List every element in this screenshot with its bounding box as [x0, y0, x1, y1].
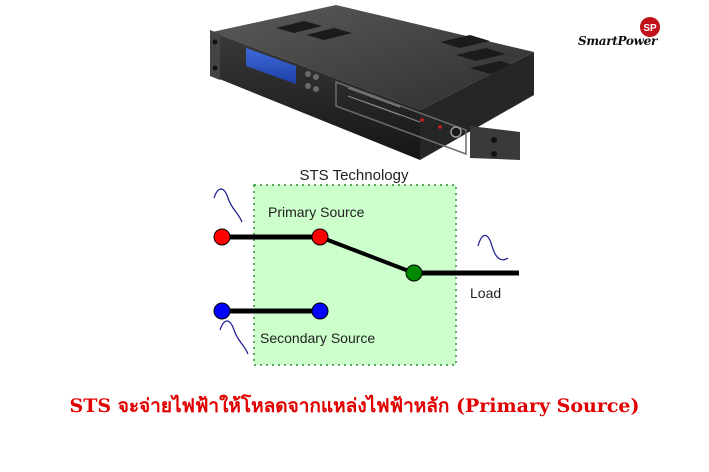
keypad-buttons [305, 71, 319, 92]
svg-text:SP: SP [643, 23, 657, 34]
sts-device-photo [210, 5, 534, 160]
rack-ear-left [210, 30, 220, 80]
diagram-title: STS Technology [300, 167, 409, 184]
power-button [450, 126, 462, 138]
load-sine-wave-icon [477, 234, 509, 261]
caption-text: STS จะจ่ายไฟฟ้าให้โหลดจากแหล่งไฟฟ้าหลัก … [69, 395, 640, 417]
rack-screw [212, 39, 218, 45]
primary-switch-contact [311, 228, 329, 246]
secondary-source-label: Secondary Source [260, 330, 375, 346]
secondary-source-terminal [213, 302, 231, 320]
primary-source-label: Primary Source [268, 204, 365, 220]
switch-arm [319, 235, 415, 275]
secondary-switch-contact [311, 302, 329, 320]
lcd-display [246, 48, 296, 84]
rack-screw [491, 137, 497, 143]
rack-screw [212, 65, 218, 71]
load-switch-pivot [405, 264, 423, 282]
status-panel-markings [347, 87, 421, 123]
status-panel-frame [335, 80, 467, 156]
primary-sine-wave-icon [213, 188, 243, 223]
sts-diagram: STS Technology Primary Source Secondary … [213, 167, 519, 366]
logo-text: SmartPower [578, 34, 657, 48]
status-led [420, 118, 442, 129]
rack-ear-right [470, 126, 520, 160]
smartpower-logo: SmartPower SP [578, 17, 673, 52]
primary-source-terminal [213, 228, 231, 246]
load-label: Load [470, 285, 501, 301]
secondary-sine-wave-icon [219, 320, 249, 355]
rack-screw [491, 151, 497, 157]
device-side-panel [420, 52, 534, 160]
logo-mark-icon: SP [640, 17, 660, 37]
